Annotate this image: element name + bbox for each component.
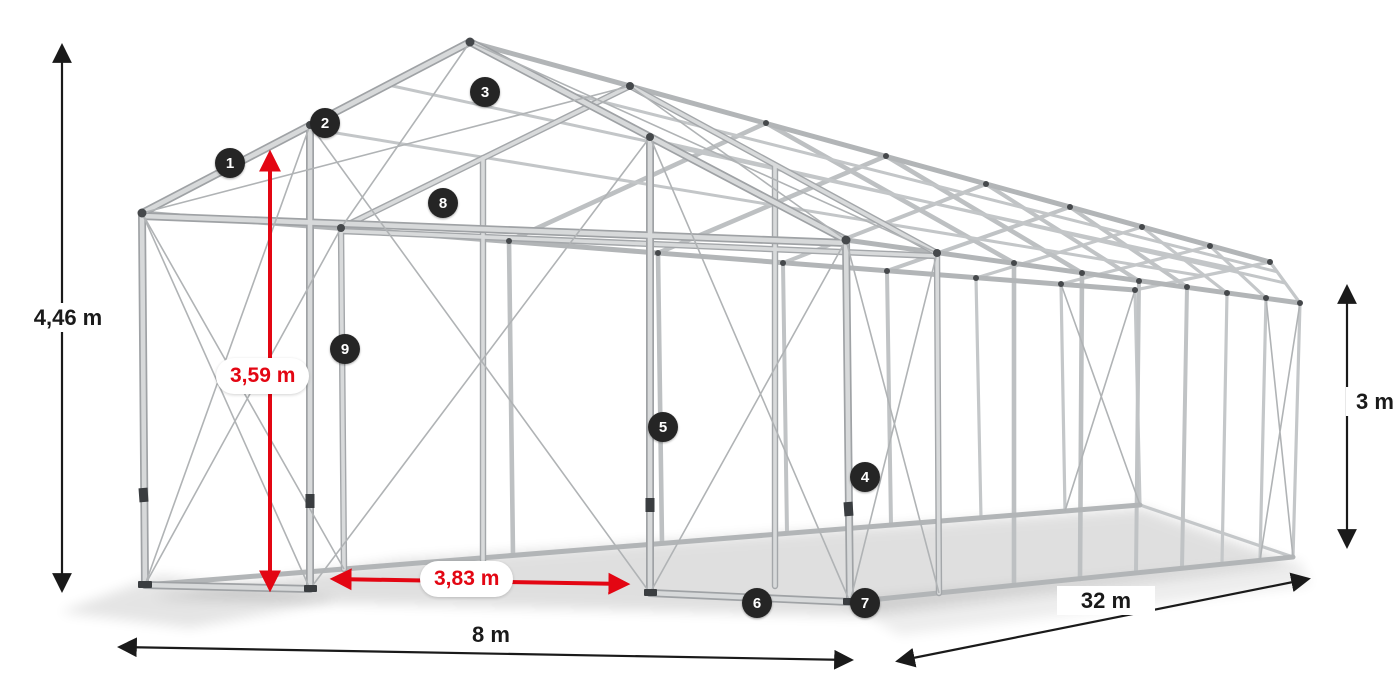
callout-badge-8: 8 — [428, 188, 458, 218]
callout-badge-5: 5 — [648, 412, 678, 442]
front-width-label: 8 m — [447, 620, 535, 650]
callout-badge-6: 6 — [742, 588, 772, 618]
front-gable-frame-outer — [138, 38, 854, 606]
callout-badge-2: 2 — [310, 108, 340, 138]
front-gable-frame-inner — [139, 39, 853, 605]
callout-badge-9: 9 — [330, 334, 360, 364]
length-label: 32 m — [1057, 586, 1155, 616]
side-height-label: 3 m — [1346, 387, 1400, 417]
longitudinal-rails — [139, 39, 1303, 605]
callout-badge-1: 1 — [215, 148, 245, 178]
inner-width-label: 3,83 m — [420, 561, 514, 598]
front-width-arrow — [117, 637, 854, 670]
length-arrow — [895, 572, 1311, 668]
pipe-joints — [137, 37, 1303, 306]
callout-badge-4: 4 — [850, 462, 880, 492]
callout-badge-7: 7 — [850, 588, 880, 618]
total-height-label: 4,46 m — [8, 303, 128, 333]
roof-purlins — [305, 83, 1286, 285]
pole-couplers — [138, 487, 854, 517]
tent-frame — [137, 37, 1303, 606]
callout-badge-3: 3 — [470, 77, 500, 107]
second-gable-frame-inner — [339, 84, 941, 595]
inner-height-label: 3,59 m — [216, 358, 310, 395]
